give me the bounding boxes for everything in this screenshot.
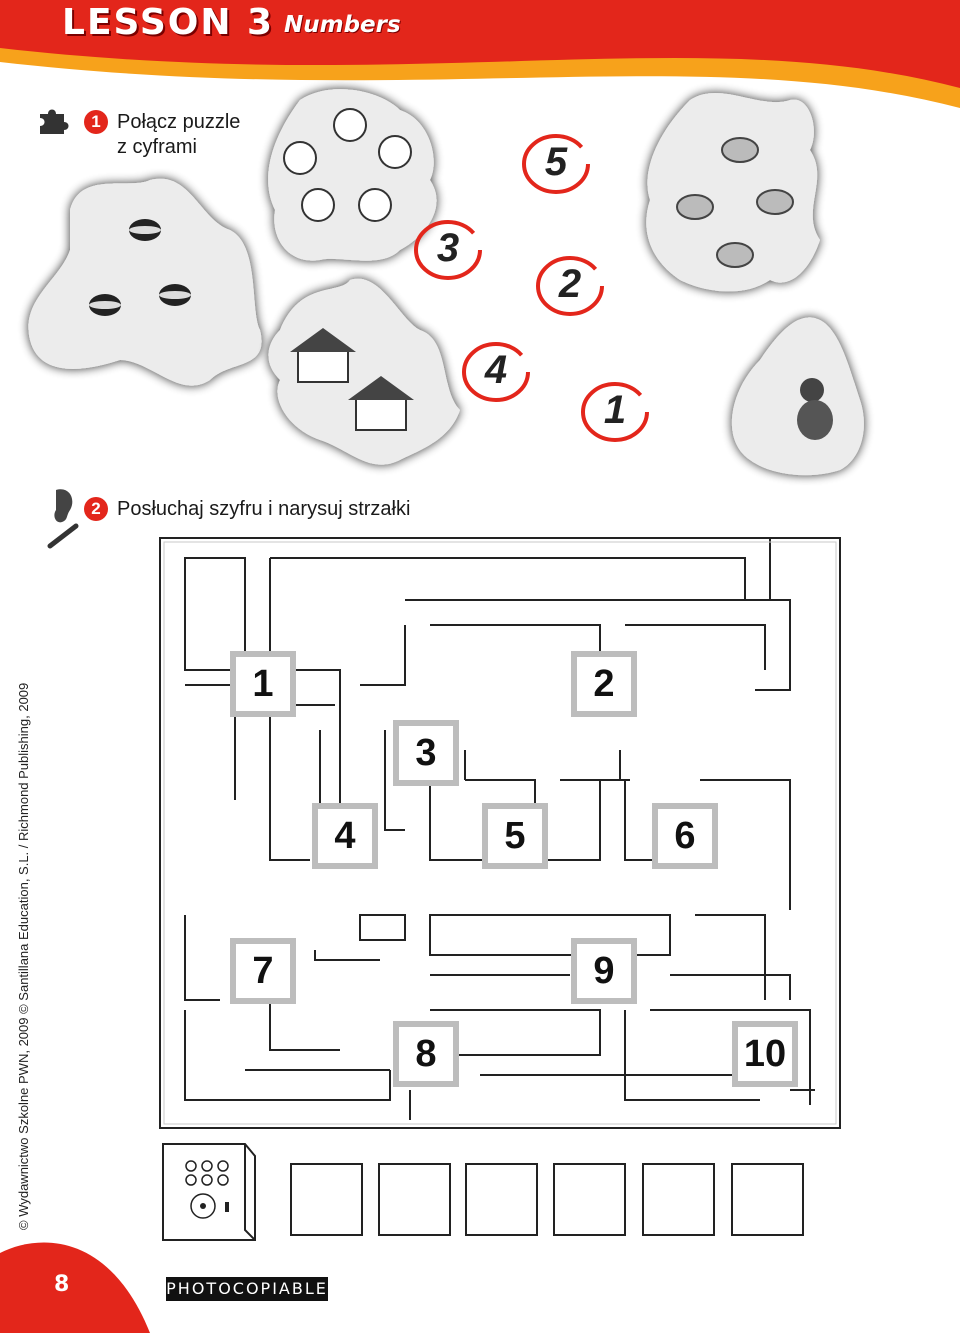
answer-box-5[interactable]	[642, 1163, 715, 1236]
ticket-number-5[interactable]: 5	[544, 140, 568, 184]
answer-box-4[interactable]	[553, 1163, 626, 1236]
ticket-number-4[interactable]: 4	[484, 348, 508, 392]
maze-box-8[interactable]: 8	[393, 1021, 459, 1087]
photocopiable-label: PHOTOCOPIABLE	[166, 1277, 328, 1301]
listen-and-draw-icon	[47, 489, 79, 549]
lesson-header: LESSON 3 Numbers	[0, 0, 960, 130]
puzzle-piece-balls[interactable]	[268, 89, 437, 261]
lesson-title: LESSON 3	[62, 2, 275, 43]
maze-box-10[interactable]: 10	[732, 1021, 798, 1087]
maze-box-2[interactable]: 2	[571, 651, 637, 717]
exercise-1-instruction-line1: Połącz puzzle	[117, 111, 241, 133]
maze-box-1[interactable]: 1	[230, 651, 296, 717]
header-banner	[0, 0, 960, 108]
maze-box-9[interactable]: 9	[571, 938, 637, 1004]
answer-box-3[interactable]	[465, 1163, 538, 1236]
page-number: 8	[54, 1272, 70, 1297]
ticket-number-2[interactable]: 2	[558, 262, 582, 306]
puzzle-icon	[40, 109, 69, 134]
exercise-1-number: 1	[84, 110, 108, 134]
maze-box-4[interactable]: 4	[312, 803, 378, 869]
answer-box-2[interactable]	[378, 1163, 451, 1236]
puzzle-piece-mice[interactable]	[646, 92, 820, 292]
maze-box-7[interactable]: 7	[230, 938, 296, 1004]
ticket-number-3[interactable]: 3	[436, 226, 460, 270]
page-number-tab	[0, 1242, 150, 1333]
puzzle-piece-cat[interactable]	[731, 317, 864, 476]
safe-icon	[162, 1143, 256, 1241]
number-tickets	[414, 134, 649, 442]
maze-box-6[interactable]: 6	[652, 803, 718, 869]
ticket-number-1[interactable]: 1	[603, 388, 627, 432]
puzzle-pieces	[28, 89, 864, 476]
copyright-notice: © Wydawnictwo Szkolne PWN, 2009 © Santil…	[16, 682, 31, 1230]
answer-box-1[interactable]	[290, 1163, 363, 1236]
maze-box-5[interactable]: 5	[482, 803, 548, 869]
puzzle-piece-bees[interactable]	[28, 178, 262, 386]
maze-box-3[interactable]: 3	[393, 720, 459, 786]
exercise-2-instruction: Posłuchaj szyfru i narysuj strzałki	[117, 498, 411, 520]
puzzle-piece-houses[interactable]	[268, 278, 460, 465]
lesson-subtitle: Numbers	[284, 12, 401, 38]
exercise-1-instruction-line2: z cyframi	[117, 136, 197, 158]
exercise-2-number: 2	[84, 497, 108, 521]
answer-box-6[interactable]	[731, 1163, 804, 1236]
